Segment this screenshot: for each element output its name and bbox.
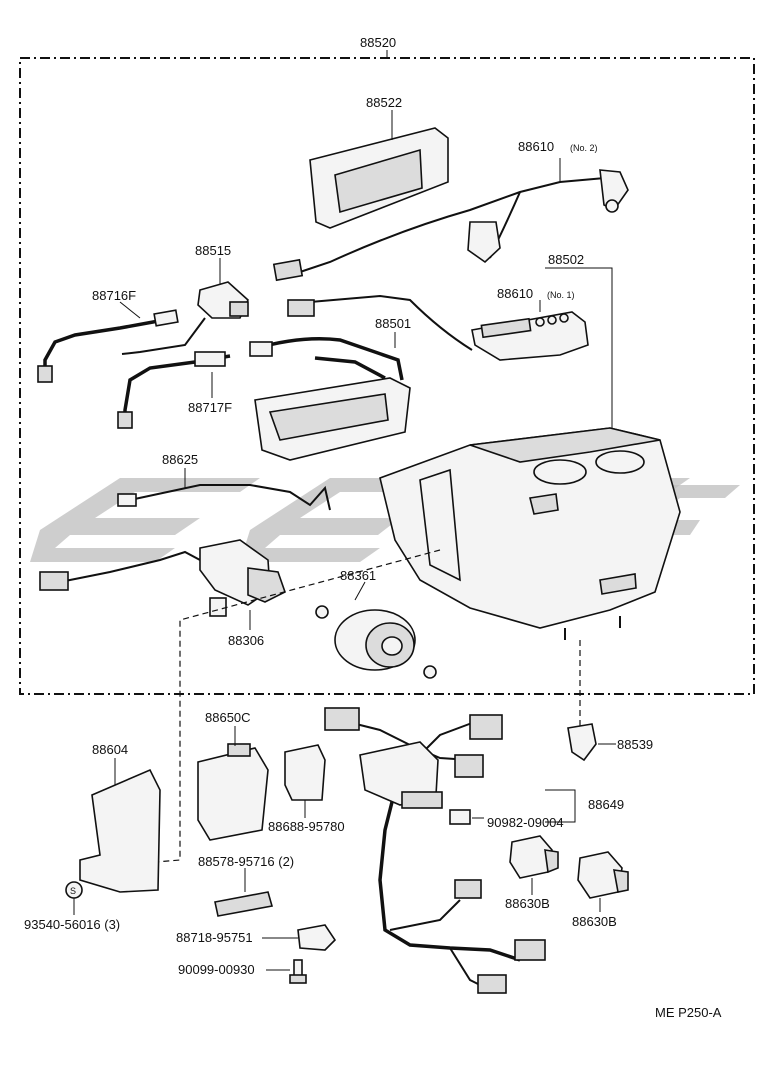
part-90099-bolt bbox=[266, 959, 307, 984]
label-88361: 88361 bbox=[340, 568, 376, 583]
part-88578-pad bbox=[214, 868, 274, 917]
label-88718: 88718-95751 bbox=[176, 930, 253, 945]
label-88306: 88306 bbox=[228, 633, 264, 648]
label-93540: 93540-56016 (3) bbox=[24, 917, 120, 932]
label-88649: 88649 bbox=[588, 797, 624, 812]
label-88625: 88625 bbox=[162, 452, 198, 467]
part-93540-screw: S bbox=[65, 881, 83, 915]
part-88630B-switch-b bbox=[577, 851, 629, 912]
label-88630B-a: 88630B bbox=[505, 896, 550, 911]
part-88610-no1-panel bbox=[287, 294, 589, 361]
part-88604-bracket bbox=[79, 758, 161, 893]
label-88610-no1: 88610 bbox=[497, 286, 533, 301]
label-88539: 88539 bbox=[617, 737, 653, 752]
label-88717F: 88717F bbox=[188, 400, 232, 415]
part-88306-actuator bbox=[39, 539, 286, 630]
part-88515-valve bbox=[121, 258, 249, 355]
label-88501: 88501 bbox=[375, 316, 411, 331]
screw-mark: S bbox=[70, 886, 76, 896]
part-88539-clip bbox=[567, 723, 616, 762]
part-88649-harness bbox=[324, 707, 576, 994]
diagram-code: ME P250-A bbox=[655, 1005, 722, 1020]
label-90099: 90099-00930 bbox=[178, 962, 255, 977]
label-88578: 88578-95716 (2) bbox=[198, 854, 294, 869]
label-88502: 88502 bbox=[548, 252, 584, 267]
label-90982: 90982-09004 bbox=[487, 815, 564, 830]
part-88361-fan bbox=[315, 581, 437, 679]
part-88716F-hose bbox=[37, 301, 179, 383]
part-blower-housing bbox=[379, 427, 681, 640]
label-88688: 88688-95780 bbox=[268, 819, 345, 834]
label-88610-no2: 88610 bbox=[518, 139, 554, 154]
label-88520: 88520 bbox=[360, 35, 396, 50]
part-88688-bracket bbox=[284, 744, 326, 818]
part-88522-cover bbox=[309, 110, 449, 229]
part-88650C-amplifier bbox=[197, 726, 269, 841]
label-88515: 88515 bbox=[195, 243, 231, 258]
part-88717F-hose bbox=[117, 351, 231, 429]
part-88625-harness bbox=[117, 468, 331, 511]
leader-88502 bbox=[545, 267, 613, 430]
label-88650C: 88650C bbox=[205, 710, 251, 725]
label-88716F: 88716F bbox=[92, 288, 136, 303]
label-88610-no2-sub: (No. 2) bbox=[570, 143, 598, 153]
label-88610-no1-sub: (No. 1) bbox=[547, 290, 575, 300]
part-88610-no2-sensor bbox=[272, 158, 629, 282]
label-88630B-b: 88630B bbox=[572, 914, 617, 929]
part-88630B-switch-a bbox=[509, 835, 559, 895]
part-88501-evaporator bbox=[249, 332, 411, 461]
dash-line-left bbox=[119, 549, 441, 866]
label-88604: 88604 bbox=[92, 742, 128, 757]
part-88718-clamp bbox=[262, 924, 337, 951]
label-88522: 88522 bbox=[366, 95, 402, 110]
